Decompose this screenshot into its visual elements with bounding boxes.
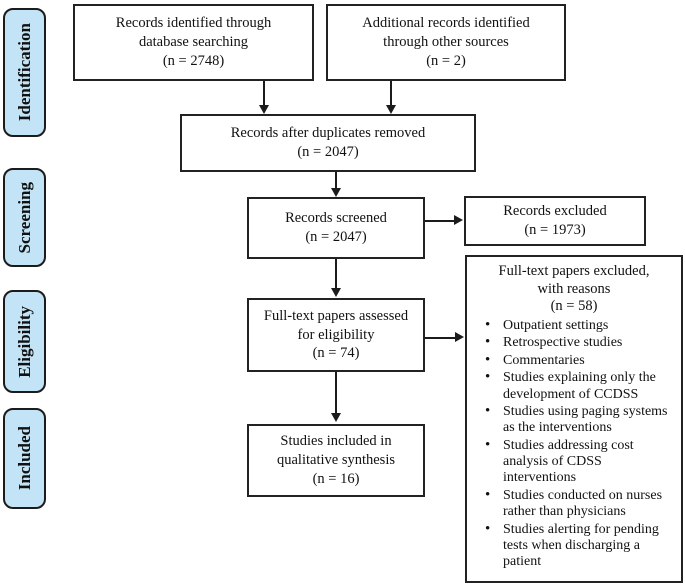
arrowhead-duplicates-to-screened	[331, 188, 341, 197]
box-records-identified-line2: database searching	[138, 34, 249, 51]
exclusion-reason-item: • Studies using paging systems as the in…	[485, 402, 675, 437]
bullet-icon: •	[485, 334, 491, 351]
bullet-icon: •	[485, 369, 491, 386]
bullet-icon: •	[485, 317, 491, 334]
stage-label-screening-text: Screening	[15, 181, 34, 254]
box-records-screened: Records screened (n = 2047)	[247, 197, 425, 259]
exclusion-reasons-list: • Outpatient settings • Retrospective st…	[471, 317, 677, 571]
exclusion-reason-text: Studies alerting for pending tests when …	[503, 521, 659, 570]
exclusion-reason-text: Studies addressing cost analysis of CDSS…	[503, 437, 634, 486]
box-duplicates-removed-count: (n = 2047)	[297, 144, 359, 160]
box-records-screened-line1: Records screened	[285, 210, 387, 227]
box-records-identified-count: (n = 2748)	[162, 52, 225, 69]
box-records-identified-line1: Records identified through	[115, 15, 272, 32]
exclusion-reason-text: Outpatient settings	[503, 318, 609, 334]
exclusion-reason-item: • Studies alerting for pending tests whe…	[485, 520, 675, 571]
box-duplicates-removed-line1: Records after duplicates removed	[230, 125, 426, 142]
connector-additional-to-duplicates	[390, 81, 392, 106]
connector-screened-to-excluded	[425, 220, 455, 222]
bullet-icon: •	[485, 436, 491, 453]
connector-fulltext-to-included	[335, 372, 337, 414]
exclusion-reason-text: Studies explaining only the development …	[503, 370, 656, 402]
exclusion-reason-item: • Retrospective studies	[485, 334, 675, 351]
arrowhead-screened-to-fulltext	[331, 288, 341, 297]
exclusion-reason-text: Retrospective studies	[503, 335, 623, 351]
bullet-icon: •	[485, 402, 491, 419]
stage-label-identification-text: Identification	[15, 23, 34, 122]
box-additional-records-line2: through other sources	[383, 34, 509, 51]
stage-label-identification: Identification	[3, 8, 46, 137]
bullet-icon: •	[485, 351, 491, 368]
exclusion-reason-text: Commentaries	[503, 352, 585, 368]
arrowhead-fulltext-to-included	[331, 413, 341, 422]
exclusion-reason-text: Studies using paging systems as the inte…	[503, 403, 668, 436]
stage-label-included: Included	[3, 408, 46, 509]
arrowhead-screened-to-excluded	[454, 215, 463, 225]
exclusion-reason-item: • Commentaries	[485, 351, 675, 369]
box-records-excluded-line1: Records excluded	[503, 203, 607, 220]
box-records-identified: Records identified through database sear…	[73, 4, 314, 81]
box-fulltext-excluded-line2: with reasons	[537, 280, 611, 297]
box-studies-included-count: (n = 16)	[312, 470, 360, 487]
box-duplicates-removed: Records after duplicates removed (n = 20…	[180, 114, 476, 172]
box-additional-records-count: (n = 2)	[426, 52, 466, 69]
box-studies-included-line2: qualitative synthesis	[277, 452, 395, 469]
box-records-excluded-count: (n = 1973)	[524, 222, 586, 238]
box-fulltext-excluded-heading: Full-text papers excluded, with reasons …	[471, 263, 677, 316]
box-fulltext-assessed-line2: for eligibility	[297, 326, 375, 343]
box-records-excluded: Records excluded (n = 1973)	[464, 196, 646, 246]
bullet-icon: •	[485, 520, 491, 537]
box-fulltext-excluded-line1: Full-text papers excluded,	[498, 263, 650, 279]
box-fulltext-excluded-reasons: Full-text papers excluded, with reasons …	[465, 255, 683, 583]
box-studies-included-line1: Studies included in	[280, 433, 392, 450]
arrowhead-additional-to-duplicates	[386, 105, 396, 114]
connector-identified-to-duplicates	[263, 81, 265, 106]
box-records-screened-count: (n = 2047)	[305, 229, 367, 245]
box-fulltext-assessed-count: (n = 74)	[312, 345, 360, 362]
stage-label-included-text: Included	[15, 426, 34, 491]
box-additional-records-line1: Additional records identified	[362, 15, 530, 32]
box-fulltext-excluded-count: (n = 58)	[550, 298, 598, 315]
box-fulltext-assessed-line1: Full-text papers assessed	[263, 307, 409, 324]
exclusion-reason-text: Studies conducted on nurses rather than …	[503, 487, 663, 520]
exclusion-reason-item: • Studies explaining only the developmen…	[485, 369, 675, 403]
stage-label-eligibility: Eligibility	[3, 290, 46, 393]
box-studies-included: Studies included in qualitative synthesi…	[247, 424, 425, 497]
stage-label-eligibility-text: Eligibility	[15, 305, 34, 378]
box-fulltext-assessed: Full-text papers assessed for eligibilit…	[247, 298, 425, 372]
bullet-icon: •	[485, 486, 491, 503]
connector-duplicates-to-screened	[335, 172, 337, 189]
exclusion-reason-item: • Studies addressing cost analysis of CD…	[485, 436, 675, 487]
exclusion-reason-item: • Studies conducted on nurses rather tha…	[485, 486, 675, 521]
box-additional-records: Additional records identified through ot…	[326, 4, 566, 81]
connector-screened-to-fulltext	[335, 259, 337, 289]
connector-fulltext-to-excluded-reasons	[425, 337, 456, 339]
stage-label-screening: Screening	[3, 168, 46, 267]
arrowhead-identified-to-duplicates	[259, 105, 269, 114]
exclusion-reason-item: • Outpatient settings	[485, 317, 675, 334]
arrowhead-fulltext-to-excluded-reasons	[455, 332, 464, 342]
